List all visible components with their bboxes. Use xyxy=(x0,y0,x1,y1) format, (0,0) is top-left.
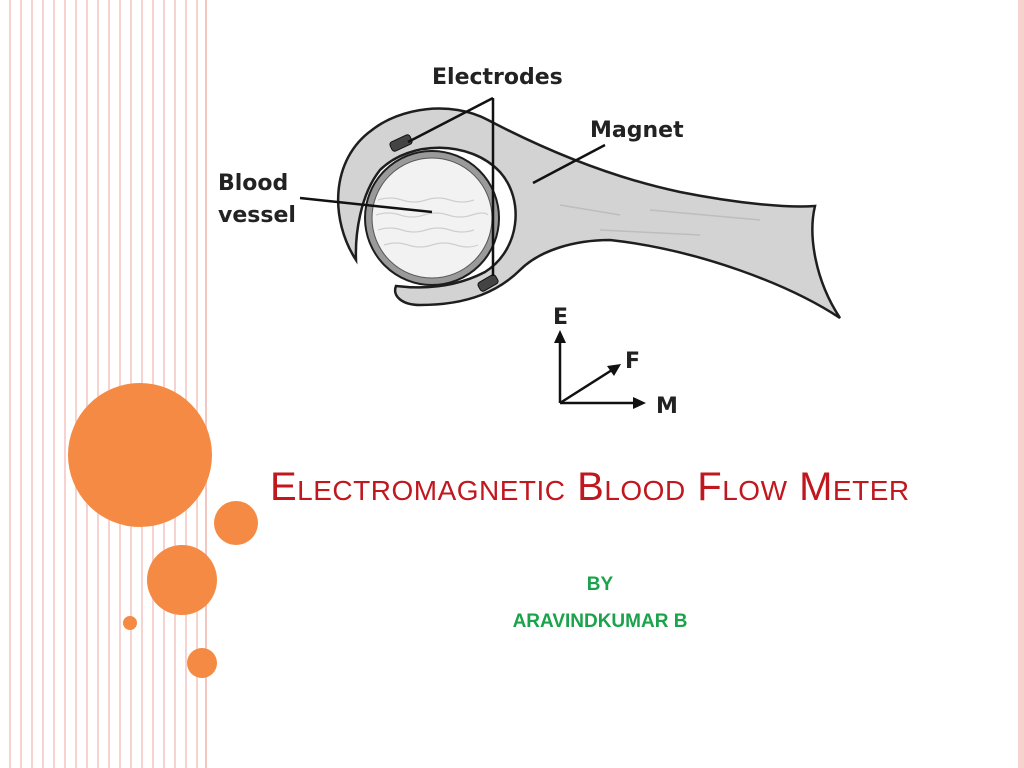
magnet-texture xyxy=(559,204,761,236)
decorative-circle-large xyxy=(68,383,212,527)
slide-title: Electromagnetic Blood Flow Meter xyxy=(270,465,910,509)
magnet-leader xyxy=(532,143,606,185)
axis-f-line xyxy=(559,368,613,405)
electrode-bottom xyxy=(477,274,499,292)
right-edge-bar xyxy=(1018,0,1024,768)
label-axis-m: M xyxy=(656,394,678,419)
side-panel-edge xyxy=(205,0,207,768)
byline: BY ARAVINDKUMAR B xyxy=(430,566,770,640)
label-axis-f: F xyxy=(625,349,640,374)
magnet-shape xyxy=(336,107,842,320)
blood-flow-texture xyxy=(375,197,489,248)
flow-meter-diagram-svg: Electrodes Magnet Blood vessel E F M xyxy=(218,65,842,419)
blood-vessel-leader xyxy=(299,196,433,214)
striped-side-panel xyxy=(0,0,205,768)
flow-meter-diagram: Electrodes Magnet Blood vessel E F M xyxy=(200,40,860,430)
decorative-circle-medium xyxy=(214,501,258,545)
axis-m-arrowhead xyxy=(633,397,646,409)
decorative-circle-small xyxy=(187,648,217,678)
label-axis-e: E xyxy=(553,305,568,330)
blood-vessel-lumen xyxy=(371,157,493,279)
label-electrodes: Electrodes xyxy=(432,65,563,90)
label-magnet: Magnet xyxy=(590,118,684,143)
axis-f-arrowhead xyxy=(607,364,621,376)
author-name: ARAVINDKUMAR B xyxy=(512,611,688,632)
electrodes-leader-left xyxy=(407,96,494,144)
byline-by: BY xyxy=(586,574,614,595)
decorative-circle-mid xyxy=(147,545,217,615)
electrode-top xyxy=(389,134,413,152)
decorative-circle-tiny xyxy=(123,616,137,630)
label-vessel: vessel xyxy=(218,203,296,228)
axis-e-arrowhead xyxy=(554,330,566,343)
label-blood: Blood xyxy=(218,171,288,196)
